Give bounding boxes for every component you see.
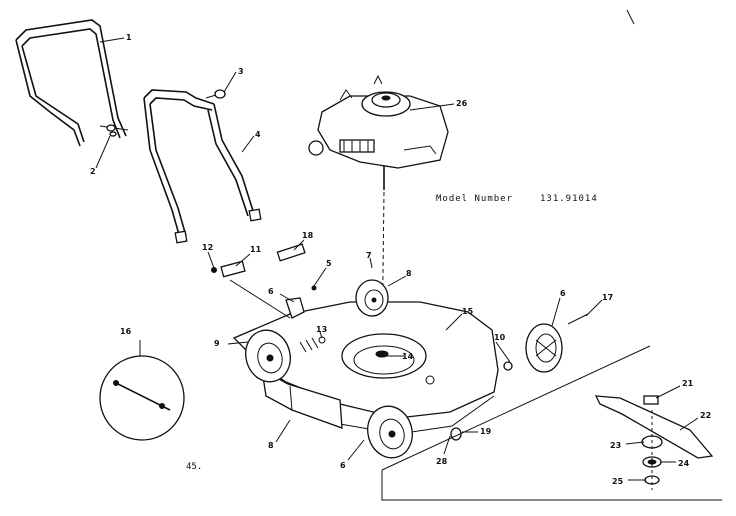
callout-9: 9 xyxy=(214,339,220,348)
bracket-line xyxy=(229,279,291,319)
rear-left-wheel-drawing xyxy=(245,329,291,383)
callout-17: 17 xyxy=(602,293,613,302)
callout-8b: 8 xyxy=(268,441,274,450)
callout-6b: 6 xyxy=(560,289,566,298)
callout-4: 4 xyxy=(255,130,261,139)
engine-drawing xyxy=(308,74,449,190)
callout-7: 7 xyxy=(366,251,372,260)
handle-bolt-drawing xyxy=(106,124,117,137)
front-left-wheel-drawing xyxy=(367,405,413,459)
lower-handle-drawing xyxy=(143,89,262,244)
callout-22: 22 xyxy=(700,411,711,420)
callout-8a: 8 xyxy=(406,269,412,278)
handle-knob-drawing xyxy=(205,89,226,99)
callout-15: 15 xyxy=(462,307,474,316)
rear-right-wheel-drawing xyxy=(355,279,389,317)
callout-13: 13 xyxy=(316,325,327,334)
front-right-wheel-drawing xyxy=(525,323,563,373)
callout-16: 16 xyxy=(120,327,132,336)
callout-21: 21 xyxy=(682,379,694,388)
callout-25: 25 xyxy=(612,477,624,486)
callout-numbers: 1 2 3 4 26 18 12 11 5 6 7 8 6 17 15 14 1… xyxy=(90,33,711,486)
page-number: 45. xyxy=(186,462,202,472)
corner-mark xyxy=(626,9,635,25)
callout-19: 19 xyxy=(480,427,492,436)
callout-12: 12 xyxy=(202,243,213,252)
callout-26: 26 xyxy=(456,99,468,108)
callout-24: 24 xyxy=(678,459,690,468)
callout-3: 3 xyxy=(238,67,244,76)
leader-lines xyxy=(95,37,699,481)
callout-23: 23 xyxy=(610,441,621,450)
callout-10: 10 xyxy=(494,333,506,342)
kit-inset-drawing xyxy=(99,340,185,441)
model-number-label: Model Number xyxy=(436,194,513,204)
upper-handle-drawing xyxy=(15,19,129,147)
small-parts-drawing xyxy=(211,243,589,441)
callout-18: 18 xyxy=(302,231,314,240)
callout-2: 2 xyxy=(90,167,96,176)
model-number-value: 131.91014 xyxy=(540,194,598,204)
center-axis-line xyxy=(381,191,385,351)
callout-5: 5 xyxy=(326,259,332,268)
callout-14: 14 xyxy=(402,352,414,361)
callout-6c: 6 xyxy=(340,461,346,470)
callout-1: 1 xyxy=(126,33,132,42)
callout-11: 11 xyxy=(250,245,262,254)
callout-28: 28 xyxy=(436,457,448,466)
blade-area-drawing xyxy=(381,345,722,501)
mower-deck-drawing xyxy=(232,301,499,435)
callout-6a: 6 xyxy=(268,287,274,296)
